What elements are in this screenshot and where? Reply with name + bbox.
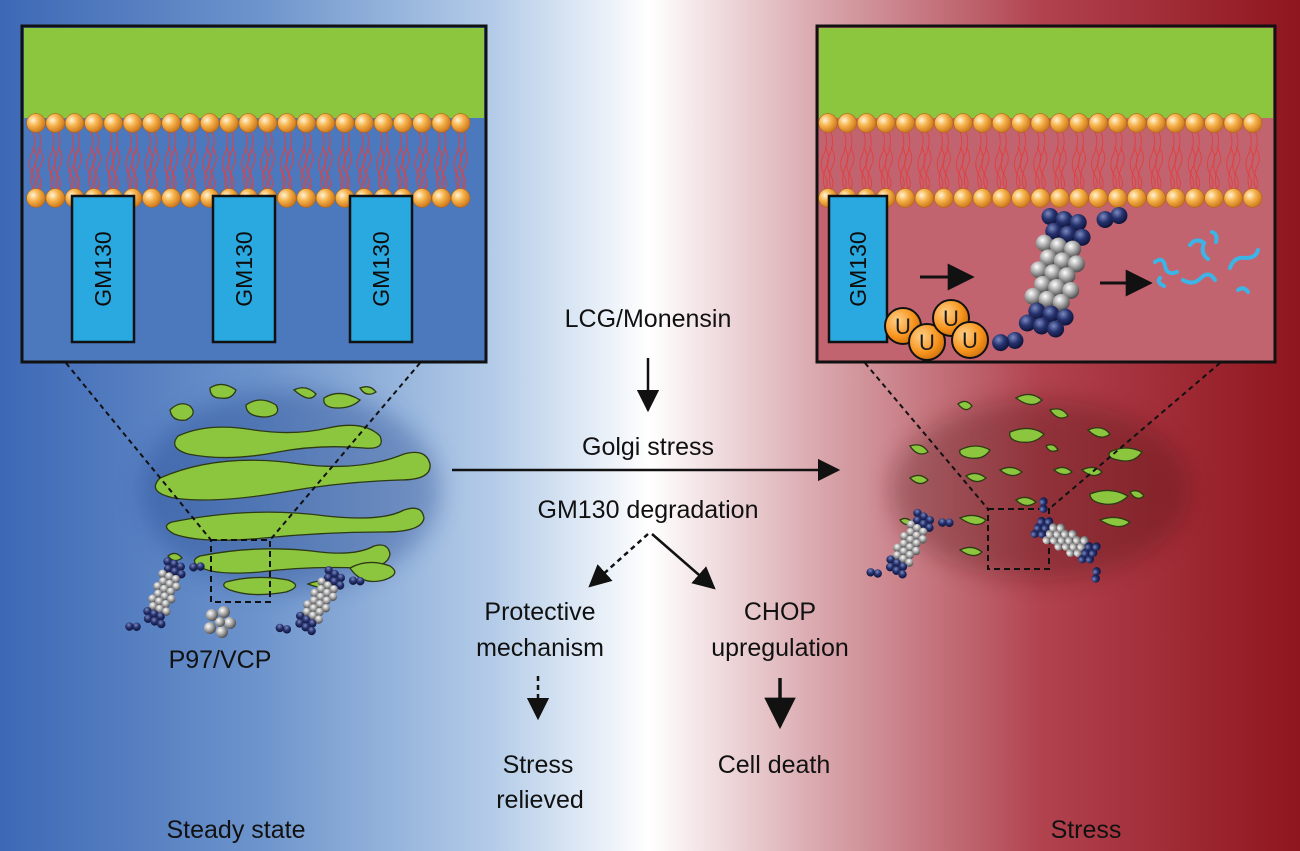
treatment-label: LCG/Monensin — [565, 305, 732, 333]
gm130-label: GM130 — [90, 231, 116, 306]
degraded-fragments-icon — [1153, 230, 1260, 294]
upregulation-label: upregulation — [711, 634, 849, 662]
relieved-label: relieved — [496, 786, 584, 814]
gm130-label: GM130 — [231, 231, 257, 306]
ubiquitin-label: U — [943, 306, 959, 331]
lipid-heads — [818, 113, 1263, 208]
cell-death-label: Cell death — [718, 751, 831, 779]
lipid-tails — [28, 131, 468, 191]
center-flow: LCG/Monensin Golgi stress GM130 degradat… — [452, 305, 849, 814]
gm130-protein: GM130 — [70, 194, 136, 344]
lipid-tails — [820, 131, 1260, 191]
mechanism-label: mechanism — [476, 634, 604, 662]
gm130-degradation-label: GM130 degradation — [538, 496, 759, 524]
gm130-protein: GM130 — [827, 194, 889, 344]
lipid-heads — [26, 113, 471, 208]
golgi-lumen — [24, 28, 484, 118]
zoom-connector-lines — [65, 362, 1221, 541]
p97-vcp-complex-icon — [992, 207, 1128, 352]
gm130-label: GM130 — [845, 231, 871, 306]
ubiquitin-chain: U U U U — [884, 299, 989, 361]
steady-state-label: Steady state — [167, 816, 306, 844]
p97-vcp-complex-icon — [1030, 497, 1101, 583]
p97-vcp-complex-icon — [866, 508, 954, 579]
gm130-label: GM130 — [368, 231, 394, 306]
gm130-protein: GM130 — [348, 194, 414, 344]
p97-vcp-label: P97/VCP — [169, 646, 272, 674]
left-golgi-stack — [125, 383, 440, 638]
p97-ring-icon — [204, 606, 236, 638]
left-zoom-panel: GM130 GM130 GM130 — [20, 24, 488, 364]
arrow-icon — [651, 533, 716, 590]
dashed-arrow-icon — [588, 533, 649, 588]
p97-vcp-complex-icon — [275, 566, 365, 636]
ubiquitin-label: U — [919, 330, 935, 355]
chop-label: CHOP — [744, 598, 816, 626]
ubiquitin-label: U — [962, 328, 978, 353]
right-zoom-panel: GM130 U U U U — [815, 24, 1277, 364]
ubiquitin-label: U — [895, 314, 911, 339]
stress-state-label: Stress — [1051, 816, 1122, 844]
golgi-stress-label: Golgi stress — [582, 433, 714, 461]
stress-label: Stress — [503, 751, 574, 779]
gm130-protein: GM130 — [211, 194, 277, 344]
p97-vcp-complex-icon — [125, 557, 205, 631]
protective-label: Protective — [484, 598, 595, 626]
right-fragmented-golgi — [866, 393, 1190, 583]
golgi-lumen — [819, 28, 1273, 118]
